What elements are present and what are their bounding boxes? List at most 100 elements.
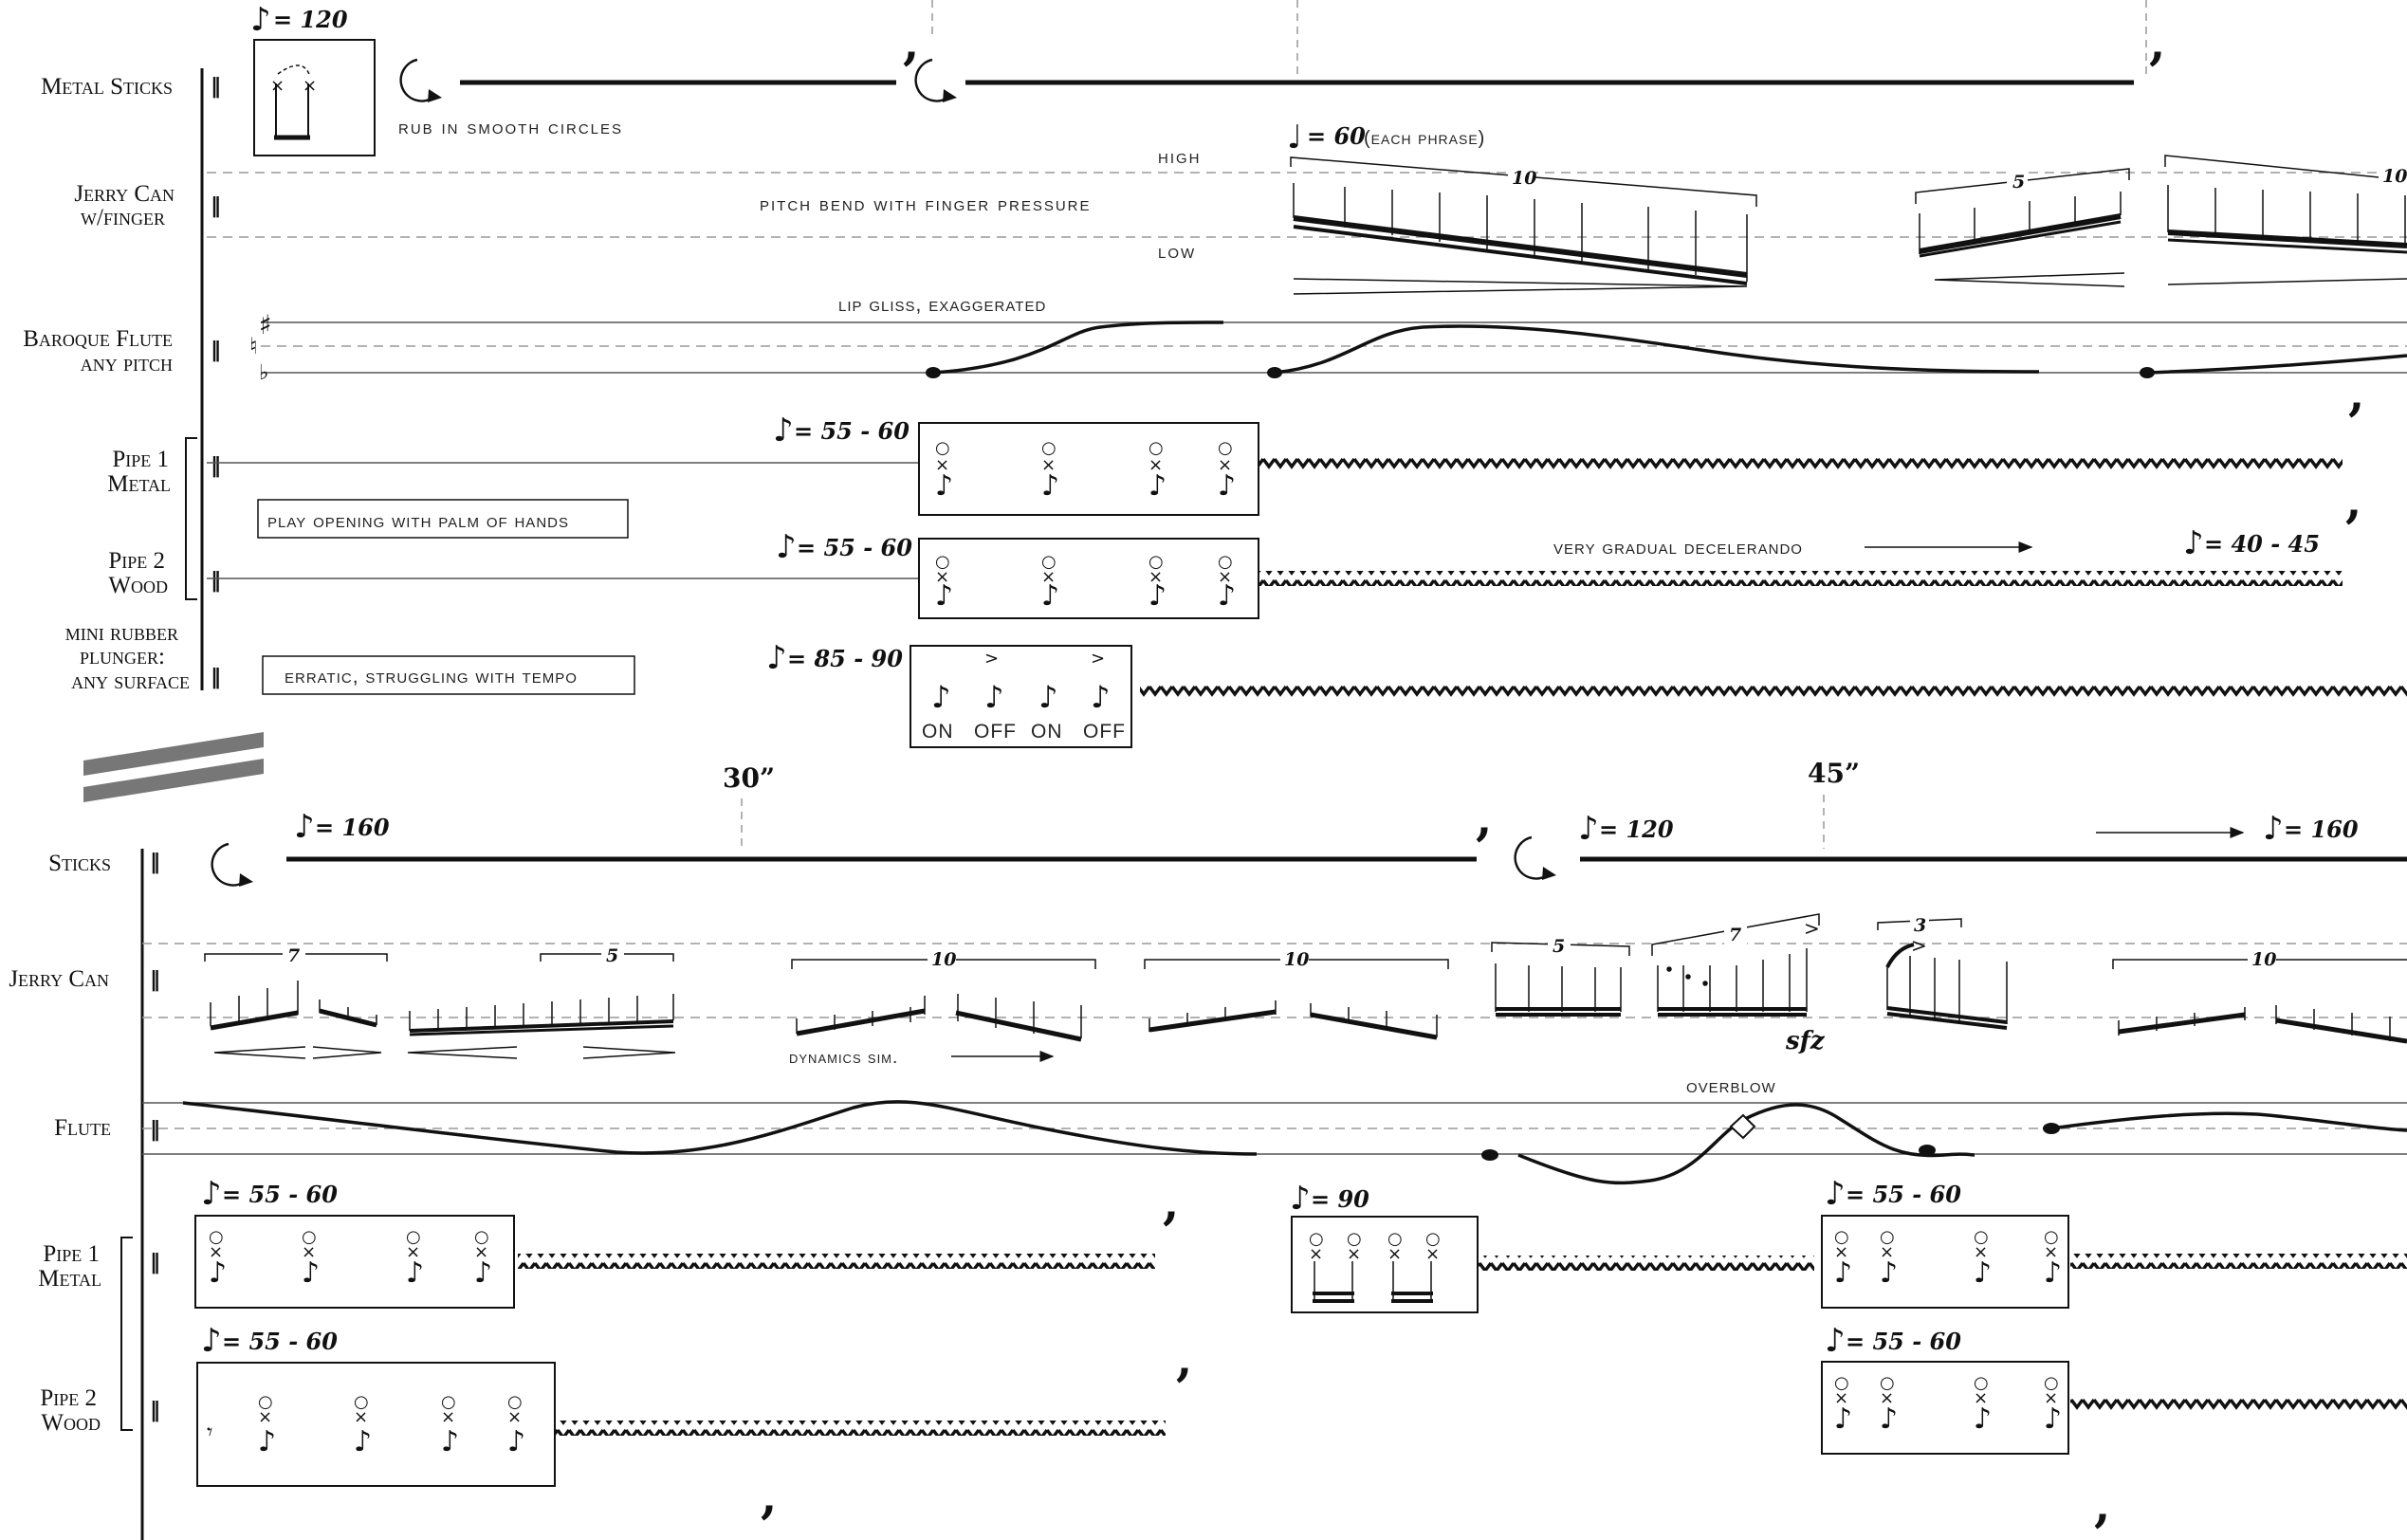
svg-text:○: ○ bbox=[1041, 552, 1057, 572]
svg-text:○: ○ bbox=[1218, 438, 1233, 458]
breath-mark-icon: , bbox=[903, 14, 919, 70]
svg-text:×: × bbox=[1880, 1242, 1894, 1262]
breath-mark-icon: , bbox=[761, 1468, 777, 1524]
label-baroque-flute: Baroque Flute bbox=[23, 326, 173, 352]
plunger-tempo: = 85 - 90 bbox=[787, 645, 903, 672]
svg-text:𝄾: 𝄾 bbox=[207, 1419, 212, 1445]
svg-text:×: × bbox=[209, 1242, 223, 1262]
eighth-note-icon: ♪ bbox=[2183, 524, 2204, 562]
eighth-note-icon: ♪ bbox=[294, 808, 315, 846]
svg-text:>: > bbox=[1911, 934, 1927, 957]
pipe1-tempo: = 55 - 60 bbox=[794, 417, 910, 445]
eighth-note-icon: ♪ bbox=[1825, 1322, 1846, 1360]
time-30: 30” bbox=[723, 762, 775, 794]
svg-text:♪: ♪ bbox=[2044, 1402, 2062, 1436]
svg-text:×: × bbox=[2044, 1242, 2058, 1262]
pipe-notes-icon: 𝄾 ○×♪ ○×♪ ○×♪ ○×♪ bbox=[207, 1392, 525, 1458]
rub-instruction: rub in smooth circles bbox=[398, 117, 623, 138]
on-label: ON bbox=[1031, 721, 1063, 742]
label-pipe1: Pipe 1 bbox=[43, 1241, 100, 1267]
svg-text:○: ○ bbox=[1425, 1229, 1441, 1249]
breath-mark-icon: , bbox=[2348, 365, 2364, 421]
flat-icon: ♭ bbox=[259, 361, 268, 385]
svg-text:○: ○ bbox=[302, 1227, 317, 1247]
svg-text:○: ○ bbox=[935, 552, 950, 572]
label-pipe2-wood: Wood bbox=[108, 573, 168, 598]
jerry-tempo: = 60 bbox=[1307, 122, 1366, 150]
svg-text:○: ○ bbox=[1148, 438, 1164, 458]
svg-text:♪: ♪ bbox=[1974, 1256, 1992, 1290]
stick-notation-icon: × × bbox=[270, 64, 317, 140]
eighth-note-icon: ♪ bbox=[201, 1322, 222, 1360]
plunger-notes-icon: ♪ >♪ ♪ >♪ bbox=[931, 649, 1110, 715]
svg-text:♪: ♪ bbox=[258, 1425, 276, 1458]
tuplet-group bbox=[2112, 959, 2407, 1044]
eighth-note-icon: ♪ bbox=[1825, 1175, 1846, 1213]
svg-text:○: ○ bbox=[1974, 1373, 1989, 1393]
tuplet-group bbox=[407, 953, 676, 1059]
svg-text:×: × bbox=[2044, 1388, 2058, 1408]
pipe-notes-icon: ○×♪ ○×♪ ○×♪ ○×♪ bbox=[209, 1227, 492, 1290]
breath-mark-icon: , bbox=[1176, 1330, 1192, 1386]
svg-text:×: × bbox=[935, 455, 949, 475]
pipe1-tempo-b: = 90 bbox=[1311, 1185, 1369, 1213]
svg-text:♪: ♪ bbox=[931, 679, 950, 715]
svg-text:×: × bbox=[1041, 455, 1056, 475]
svg-text:♪: ♪ bbox=[2044, 1256, 2062, 1290]
system-separator-icon bbox=[83, 732, 264, 802]
eighth-note-icon: ♪ bbox=[201, 1175, 222, 1213]
svg-text:×: × bbox=[1148, 567, 1163, 587]
svg-text:♪: ♪ bbox=[507, 1425, 525, 1458]
tempo-120: = 120 bbox=[1599, 816, 1674, 843]
svg-text:×: × bbox=[1218, 567, 1232, 587]
breath-mark-icon: , bbox=[1476, 790, 1492, 846]
repeat-bar-icon: ‖ bbox=[211, 666, 221, 689]
svg-text:♪: ♪ bbox=[354, 1425, 372, 1458]
svg-text:♪: ♪ bbox=[441, 1425, 459, 1458]
svg-text:×: × bbox=[303, 76, 317, 96]
svg-text:×: × bbox=[406, 1242, 420, 1262]
pipe2-tempo-c: = 55 - 60 bbox=[1846, 1328, 1961, 1355]
svg-text:○: ○ bbox=[935, 438, 950, 458]
tuplet-3: 3 bbox=[1914, 915, 1926, 936]
tuplet-10: 10 bbox=[1512, 168, 1536, 189]
svg-text:♪: ♪ bbox=[1218, 469, 1236, 503]
tuplet-5: 5 bbox=[1553, 936, 1565, 957]
svg-text:♪: ♪ bbox=[1038, 679, 1057, 715]
system-2: Sticks Jerry Can Flute Pipe 1 Metal Pipe… bbox=[9, 758, 2407, 1540]
svg-text:×: × bbox=[1148, 455, 1163, 475]
tempo-160: = 160 bbox=[315, 814, 390, 841]
label-any-surface: any surface bbox=[71, 669, 190, 694]
on-label: ON bbox=[922, 721, 954, 742]
svg-text:○: ○ bbox=[1347, 1229, 1362, 1249]
label-pipe2: Pipe 2 bbox=[108, 548, 165, 574]
svg-text:○: ○ bbox=[2044, 1373, 2059, 1393]
svg-text:○: ○ bbox=[1218, 552, 1233, 572]
svg-text:♪: ♪ bbox=[935, 579, 953, 613]
pipe1-tempo-a: = 55 - 60 bbox=[222, 1181, 338, 1208]
svg-text:>: > bbox=[1804, 917, 1820, 940]
tuplet-group: 10 bbox=[2164, 155, 2407, 285]
svg-text:>: > bbox=[1091, 649, 1105, 669]
svg-text:○: ○ bbox=[209, 1227, 224, 1247]
svg-text:○: ○ bbox=[474, 1227, 489, 1247]
tuplet-10: 10 bbox=[931, 949, 956, 970]
svg-text:×: × bbox=[1974, 1388, 1988, 1408]
circle-arrow-icon bbox=[399, 58, 442, 102]
svg-text:♪: ♪ bbox=[1834, 1256, 1852, 1290]
breath-mark-icon: , bbox=[1163, 1174, 1179, 1230]
off-label: OFF bbox=[974, 721, 1017, 742]
svg-text:○: ○ bbox=[1974, 1227, 1989, 1247]
tuplet-group bbox=[791, 959, 1096, 1042]
svg-text:×: × bbox=[507, 1407, 522, 1427]
repeat-bar-icon: ‖ bbox=[211, 569, 221, 593]
tuplet-10: 10 bbox=[2251, 949, 2276, 970]
svg-text:×: × bbox=[474, 1242, 488, 1262]
svg-text:○: ○ bbox=[258, 1392, 273, 1412]
svg-text:×: × bbox=[935, 567, 949, 587]
svg-text:×: × bbox=[1218, 455, 1232, 475]
eighth-note-icon: ♪ bbox=[1578, 810, 1599, 848]
tuplet-5: 5 bbox=[2012, 172, 2025, 192]
tuplet-group bbox=[1144, 959, 1449, 1040]
